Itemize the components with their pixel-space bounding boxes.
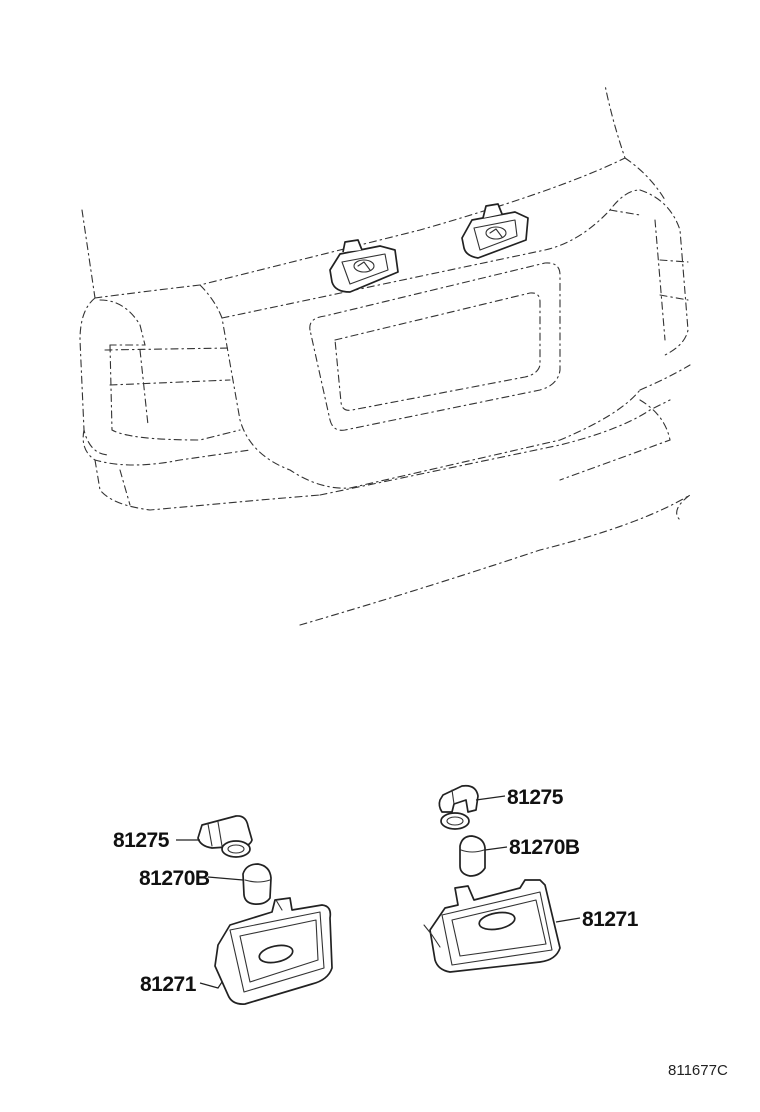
callout-81275-left: 81275 bbox=[113, 829, 170, 852]
callout-81271-right: 81271 bbox=[582, 908, 639, 931]
socket-81275-left bbox=[197, 815, 253, 858]
callout-81275-right: 81275 bbox=[507, 786, 564, 809]
installed-license-lamp-left bbox=[329, 239, 399, 293]
exploded-group-left bbox=[176, 815, 333, 1005]
socket-81275-right bbox=[438, 784, 479, 830]
bulb-81270b-right bbox=[459, 835, 486, 877]
exploded-group-right bbox=[423, 784, 581, 973]
figure-code: 811677C bbox=[668, 1062, 728, 1079]
lamp-81271-left bbox=[214, 897, 333, 1005]
installed-license-lamp-right bbox=[461, 203, 529, 259]
callout-81270b-left: 81270B bbox=[139, 867, 210, 890]
callout-81270b-right: 81270B bbox=[509, 836, 580, 859]
bulb-81270b-left bbox=[242, 863, 272, 905]
lamp-81271-right bbox=[423, 879, 561, 973]
vehicle-rear-outline bbox=[79, 84, 691, 626]
callout-81271-left: 81271 bbox=[140, 973, 197, 996]
